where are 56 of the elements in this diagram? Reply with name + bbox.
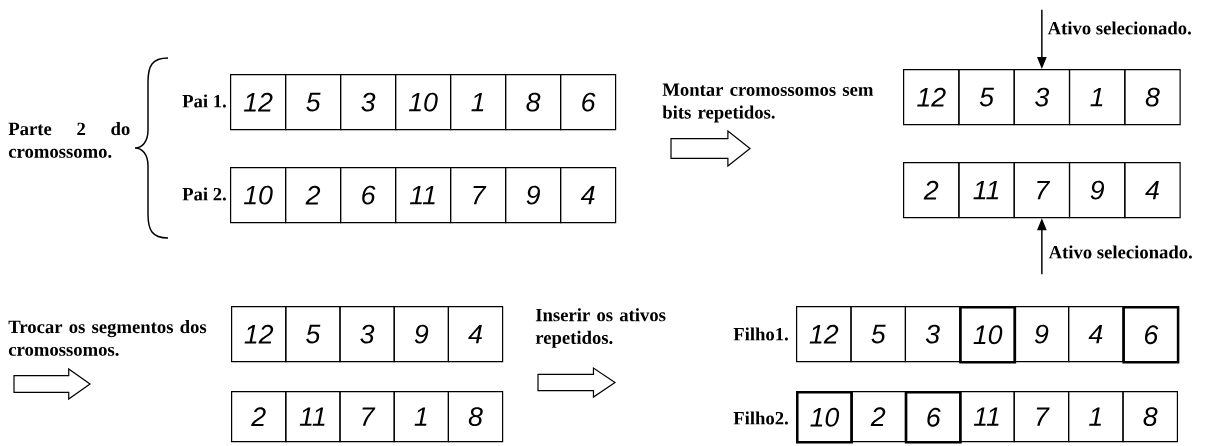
cell-box: 2 — [231, 391, 287, 443]
label-text: Parte 2 do cromossomo. — [8, 122, 130, 158]
cell-box: 5 — [285, 74, 342, 131]
cell-box: 7 — [339, 391, 395, 443]
cell-box: 3 — [340, 74, 397, 131]
cell-box: 1 — [1068, 69, 1126, 126]
cell-box: 5 — [850, 306, 906, 363]
cell-box: 1 — [1068, 391, 1124, 443]
cell-box: 8 — [1124, 69, 1181, 126]
cell-box: 9 — [505, 167, 562, 224]
cell-box: 2 — [903, 162, 960, 219]
cell-box: 6 — [340, 167, 397, 224]
cell-box: 8 — [505, 74, 562, 131]
cell-box: 5 — [285, 306, 341, 363]
cell-box: 12 — [796, 306, 852, 363]
cell-box: 6 — [904, 391, 962, 444]
cell-box: 7 — [450, 167, 507, 224]
cell-box: 4 — [560, 167, 617, 224]
cell-box: 11 — [959, 391, 1015, 443]
cell-box: 12 — [903, 69, 960, 126]
label-text: Filho1. — [733, 327, 788, 341]
cell-box: 7 — [1013, 391, 1070, 443]
cell-box: 4 — [447, 306, 504, 363]
cell-box: 3 — [904, 306, 961, 363]
cell-box: 1 — [393, 391, 449, 443]
cell-box: 6 — [1122, 306, 1180, 364]
label-text: Montar cromossomos sem bits repetidos. — [662, 83, 874, 123]
label-text: Filho2. — [733, 411, 788, 425]
label-text: Inserir os ativos repetidos. — [535, 308, 666, 348]
cell-box: 10 — [959, 306, 1017, 364]
cell-box: 6 — [560, 74, 617, 131]
cell-box: 10 — [395, 74, 452, 131]
cell-box: 5 — [958, 69, 1015, 126]
cell-box: 8 — [447, 391, 504, 443]
cell-box: 11 — [285, 391, 341, 443]
cell-box: 2 — [285, 167, 342, 224]
annotation-text: Ativo selecionado. — [1047, 21, 1191, 35]
cell-box: 3 — [339, 306, 395, 363]
cell-box: 2 — [850, 391, 906, 443]
label-text: Trocar os segmentos dos cromossomos. — [8, 320, 207, 356]
cell-box: 12 — [231, 306, 287, 363]
cell-box: 10 — [230, 167, 287, 224]
cell-box: 4 — [1068, 306, 1124, 363]
cell-box: 3 — [1013, 69, 1071, 126]
cell-box: 7 — [1013, 162, 1071, 219]
cell-box: 11 — [958, 162, 1015, 219]
cell-box: 9 — [1068, 162, 1126, 219]
cell-box: 9 — [393, 306, 449, 363]
cell-box: 10 — [796, 391, 853, 444]
cell-box: 11 — [395, 167, 452, 224]
cell-box: 12 — [230, 74, 287, 131]
cell-box: 1 — [450, 74, 507, 131]
cell-box: 4 — [1124, 162, 1181, 219]
cell-box: 8 — [1122, 391, 1178, 443]
annotation-text: Ativo selecionado. — [1048, 245, 1192, 259]
cell-box: 9 — [1013, 306, 1070, 363]
